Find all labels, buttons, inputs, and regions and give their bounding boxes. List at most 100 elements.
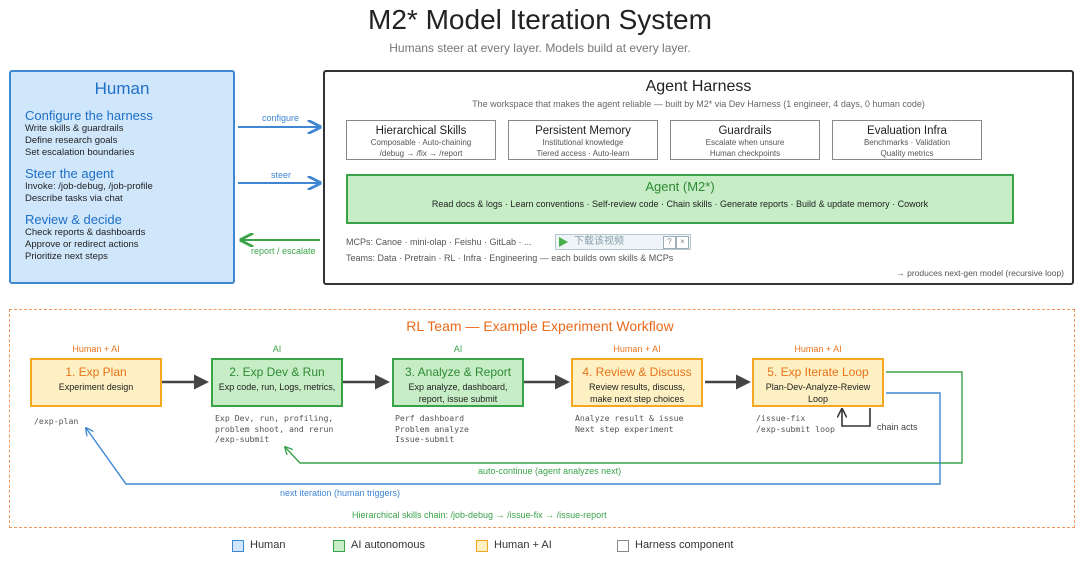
produces-next-gen-label: → produces next-gen model (recursive loo… bbox=[896, 268, 1064, 278]
skills-chain-label: Hierarchical skills chain: /job-debug → … bbox=[352, 510, 607, 520]
rl-team-frame bbox=[9, 309, 1075, 528]
harness-description: The workspace that makes the agent relia… bbox=[472, 99, 925, 109]
play-icon bbox=[559, 237, 568, 247]
human-item: Prioritize next steps bbox=[25, 251, 108, 262]
command-line: Analyze result & issue bbox=[575, 413, 684, 423]
harness-title: Agent Harness bbox=[645, 78, 752, 95]
human-item: Approve or redirect actions bbox=[25, 239, 139, 250]
steer-label: steer bbox=[271, 170, 292, 180]
command-line: /issue-fix bbox=[756, 413, 806, 423]
legend-label: AI autonomous bbox=[351, 539, 425, 551]
step-description: make next step choices bbox=[589, 394, 685, 404]
step-commands: Analyze result & issue Next step experim… bbox=[575, 413, 683, 434]
next-iteration-label: next iteration (human triggers) bbox=[280, 488, 401, 498]
human-section-heading: Review & decide bbox=[25, 212, 122, 227]
teams-line: Teams: Data · Pretrain · RL · Infra · En… bbox=[346, 253, 674, 263]
agent-title: Agent (M2*) bbox=[645, 179, 715, 194]
component-detail: Human checkpoints bbox=[709, 148, 781, 158]
human-section-heading: Steer the agent bbox=[25, 166, 114, 181]
step-description: Experiment design bbox=[58, 382, 134, 392]
component-evaluation-infra: Evaluation Infra Benchmarks · Validation… bbox=[832, 120, 982, 160]
report-escalate-label: report / escalate bbox=[251, 246, 316, 256]
component-detail: /debug → /fix → /report bbox=[379, 148, 463, 158]
step-tag: AI bbox=[453, 344, 463, 354]
human-item: Set escalation boundaries bbox=[25, 147, 135, 158]
step-description: Plan-Dev-Analyze-Review bbox=[765, 382, 871, 392]
command-line: /exp-submit loop bbox=[756, 423, 835, 434]
step-exp-dev-run: 2. Exp Dev & Run Exp code, run, Logs, me… bbox=[211, 358, 343, 407]
human-item: Write skills & guardrails bbox=[25, 123, 124, 134]
step-description: Exp analyze, dashboard, bbox=[408, 382, 508, 392]
component-detail: Institutional knowledge bbox=[542, 138, 624, 147]
step-description: Review results, discuss, bbox=[588, 382, 686, 392]
step-exp-plan: 1. Exp Plan Experiment design bbox=[30, 358, 162, 407]
close-icon[interactable]: × bbox=[676, 236, 689, 249]
step-commands: /issue-fix /exp-submit loop bbox=[756, 413, 835, 434]
component-title: Hierarchical Skills bbox=[375, 125, 467, 137]
step-analyze-report: 3. Analyze & Report Exp analyze, dashboa… bbox=[392, 358, 524, 407]
component-detail: Benchmarks · Validation bbox=[863, 138, 951, 147]
chain-acts-label: chain acts bbox=[877, 422, 918, 432]
legend-label: Harness component bbox=[635, 539, 734, 551]
rl-team-title: RL Team — Example Experiment Workflow bbox=[406, 318, 674, 334]
legend-label: Human + AI bbox=[494, 539, 552, 551]
configure-label: configure bbox=[262, 113, 300, 123]
component-detail: Composable · Auto-chaining bbox=[370, 138, 472, 147]
component-hierarchical-skills: Hierarchical Skills Composable · Auto-ch… bbox=[346, 120, 496, 160]
command-line: Issue-submit bbox=[395, 434, 455, 445]
command-line: Problem analyze bbox=[395, 423, 469, 434]
step-description: Exp code, run, Logs, metrics, bbox=[218, 382, 336, 392]
download-video-overlay[interactable]: 下载该视频 ? × bbox=[555, 234, 691, 250]
legend-swatch-human bbox=[232, 540, 244, 552]
legend-swatch-human-ai bbox=[476, 540, 488, 552]
step-tag: AI bbox=[272, 344, 282, 354]
human-item: Check reports & dashboards bbox=[25, 227, 146, 238]
help-icon[interactable]: ? bbox=[663, 236, 676, 249]
command-line: Exp Dev, run, profiling, bbox=[215, 413, 334, 423]
command-line: /exp-plan bbox=[34, 416, 79, 426]
agent-harness-panel: Agent Harness The workspace that makes t… bbox=[323, 70, 1074, 285]
step-description: Loop bbox=[807, 394, 829, 404]
command-line: Perf dashboard bbox=[395, 413, 465, 423]
legend-label: Human bbox=[250, 539, 286, 551]
step-title: 3. Analyze & Report bbox=[404, 365, 512, 379]
step-commands: /exp-plan bbox=[34, 416, 78, 427]
page-title: M2* Model Iteration System bbox=[368, 4, 712, 35]
step-commands: Perf dashboard Problem analyze Issue-sub… bbox=[395, 413, 469, 445]
command-line: Next step experiment bbox=[575, 423, 674, 434]
step-title: 4. Review & Discuss bbox=[582, 365, 692, 379]
step-title: 2. Exp Dev & Run bbox=[229, 365, 325, 379]
step-description: report, issue submit bbox=[418, 394, 498, 404]
human-title: Human bbox=[94, 79, 150, 98]
human-section-heading: Configure the harness bbox=[25, 108, 153, 123]
next-iteration-loop bbox=[86, 392, 941, 485]
step-exp-iterate-loop: 5. Exp Iterate Loop Plan-Dev-Analyze-Rev… bbox=[752, 358, 884, 407]
agent-capabilities: Read docs & logs · Learn conventions · S… bbox=[431, 199, 929, 209]
component-persistent-memory: Persistent Memory Institutional knowledg… bbox=[508, 120, 658, 160]
mcps-line: MCPs: Canoe · mini-olap · Feishu · GitLa… bbox=[346, 237, 532, 247]
component-title: Evaluation Infra bbox=[867, 125, 947, 137]
agent-m2-box: Agent (M2*) Read docs & logs · Learn con… bbox=[346, 174, 1014, 224]
human-item: Define research goals bbox=[25, 135, 118, 146]
step-tag: Human + AI bbox=[613, 344, 661, 354]
auto-continue-label: auto-continue (agent analyzes next) bbox=[478, 466, 622, 476]
download-video-label: 下载该视频 bbox=[574, 236, 624, 247]
step-title: 1. Exp Plan bbox=[65, 365, 127, 379]
step-tag: Human + AI bbox=[794, 344, 842, 354]
legend-swatch-ai bbox=[333, 540, 345, 552]
legend-swatch-harness bbox=[617, 540, 629, 552]
auto-continue-loop bbox=[285, 371, 963, 464]
step-tag: Human + AI bbox=[72, 344, 120, 354]
step-title: 5. Exp Iterate Loop bbox=[767, 365, 869, 379]
human-panel: Human Configure the harness Write skills… bbox=[9, 70, 235, 284]
command-line: /exp-submit bbox=[215, 434, 270, 445]
step-commands: Exp Dev, run, profiling, problem shoot, … bbox=[215, 413, 333, 445]
component-title: Guardrails bbox=[718, 125, 772, 137]
chain-acts-loop bbox=[842, 408, 871, 427]
component-guardrails: Guardrails Escalate when unsure Human ch… bbox=[670, 120, 820, 160]
human-item: Invoke: /job-debug, /job-profile bbox=[25, 181, 153, 192]
command-line: problem shoot, and rerun bbox=[215, 423, 334, 434]
component-detail: Tiered access · Auto-learn bbox=[536, 148, 630, 158]
step-review-discuss: 4. Review & Discuss Review results, disc… bbox=[571, 358, 703, 407]
